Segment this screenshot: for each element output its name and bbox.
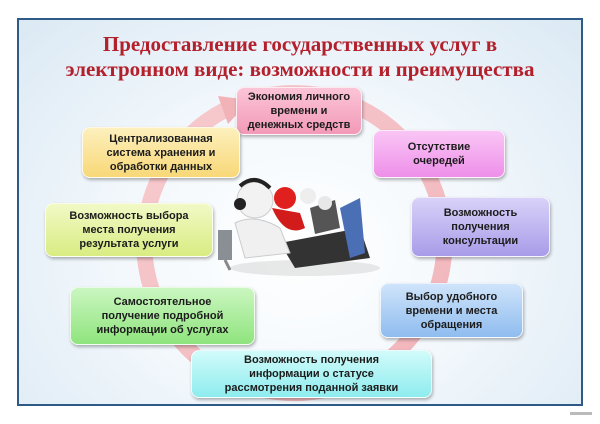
benefit-box-pickup-place: Возможность выбора места получения резул… (45, 203, 213, 257)
watermark (570, 412, 592, 415)
benefit-box-savings: Экономия личного времени и денежных сред… (236, 87, 362, 135)
benefit-text: Экономия личного времени и денежных сред… (247, 91, 351, 131)
benefit-box-consultation: Возможность получения консультации (411, 197, 550, 257)
benefit-box-centralized: Централизованная система хранения и обра… (82, 127, 240, 178)
page-title: Предоставление государственных услуг в э… (17, 32, 583, 82)
benefit-text: Возможность получения информации о стату… (224, 354, 399, 394)
benefit-text: Возможность получения консультации (442, 207, 519, 247)
benefit-box-convenient-time: Выбор удобного времени и места обращения (380, 283, 523, 338)
benefit-text: Возможность выбора места получения резул… (69, 210, 189, 250)
title-line-1: Предоставление государственных услуг в (102, 32, 498, 56)
title-line-2: электронном виде: возможности и преимуще… (65, 57, 535, 81)
benefit-text: Самостоятельное получение подробной инфо… (96, 296, 229, 336)
benefit-text: Отсутствие очередей (407, 141, 471, 167)
benefit-text: Выбор удобного времени и места обращения (405, 290, 498, 331)
benefit-box-no-queues: Отсутствие очередей (373, 130, 505, 178)
operators-illustration (218, 178, 380, 276)
benefit-text: Централизованная система хранения и обра… (106, 132, 216, 173)
benefit-box-self-info: Самостоятельное получение подробной инфо… (70, 287, 255, 345)
benefit-box-status: Возможность получения информации о стату… (191, 350, 432, 398)
